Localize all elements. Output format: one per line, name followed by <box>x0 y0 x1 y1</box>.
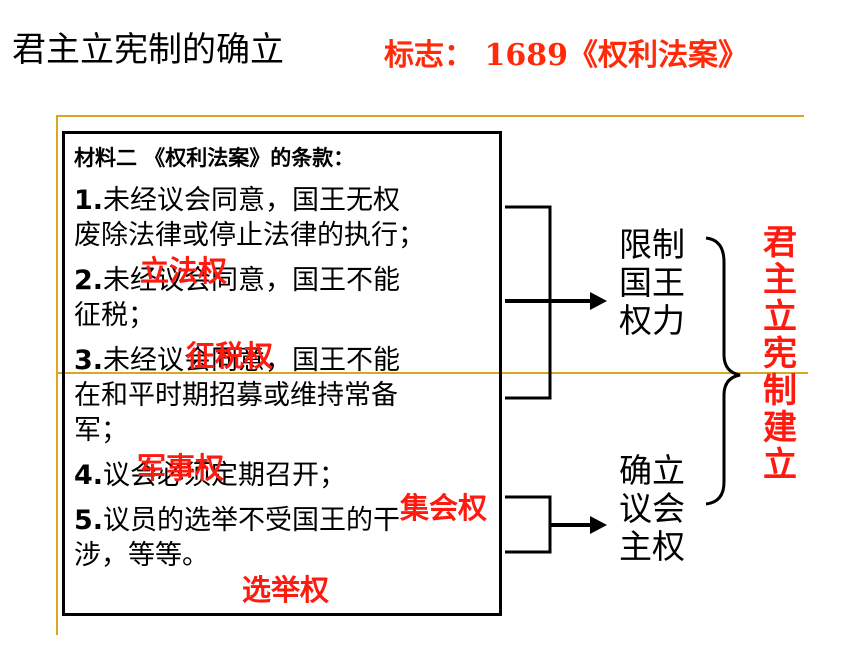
label-line: 权力 <box>619 301 685 340</box>
clause-line: 4.议会必须定期召开； <box>74 453 346 492</box>
clause-line: 废除法律或停止法律的执行； <box>74 213 425 252</box>
clause-line: 军； <box>74 408 128 447</box>
clause-number: 1. <box>74 185 104 216</box>
annotation-legislative-power: 立法权 <box>140 254 228 288</box>
arrowhead-establish-parliament <box>590 516 607 534</box>
label-line: 主权 <box>619 527 685 566</box>
left-rule <box>56 115 58 635</box>
clause-text: 在和平时期招募或维持常备 <box>74 380 398 411</box>
clause-line: 征税； <box>74 293 155 332</box>
clause-text: 未经议会同意，国王无权 <box>103 185 401 216</box>
clause-text: 涉，等等。 <box>74 540 209 571</box>
arrowhead-limit-king <box>590 292 607 310</box>
clause-number: 2. <box>74 265 104 296</box>
annotation-military-power: 军事权 <box>137 451 225 485</box>
clause-number: 3. <box>74 345 104 376</box>
material-box <box>62 131 502 616</box>
annotation-election-power: 选举权 <box>242 573 330 607</box>
clause-text: 未经议会同意，国王不能 <box>103 265 401 296</box>
clause-text: 议员的选举不受国王的干 <box>103 505 401 536</box>
label-line: 国王 <box>619 263 685 302</box>
clause-text: 议会必须定期召开； <box>103 460 347 491</box>
vertical-char: 建 <box>763 408 797 448</box>
label-line: 议会 <box>619 489 685 528</box>
vertical-char: 宪 <box>763 334 797 374</box>
annotation-assembly-power: 集会权 <box>400 491 488 525</box>
curly-brace <box>705 236 741 506</box>
limit-king-power-label: 限制 国王 权力 <box>612 226 692 340</box>
clause-text: 征税； <box>74 300 155 331</box>
clause-line: 1.未经议会同意，国王无权 <box>74 178 400 217</box>
middle-rule <box>58 372 808 374</box>
clause-text: 未经议会同意，国王不能 <box>103 345 401 376</box>
page-subtitle: 标志： 1689《权利法案》 <box>384 38 748 73</box>
top-rule <box>58 115 804 117</box>
clause-line: 2.未经议会同意，国王不能 <box>74 258 400 297</box>
bracket-clauses-4-5 <box>505 495 552 554</box>
vertical-char: 制 <box>763 371 797 411</box>
material-heading: 材料二 《权利法案》的条款： <box>74 146 355 170</box>
page-title: 君主立宪制的确立 <box>12 30 284 70</box>
label-line: 确立 <box>619 451 685 490</box>
clause-text: 废除法律或停止法律的执行； <box>74 220 425 251</box>
clause-line: 在和平时期招募或维持常备 <box>74 373 398 412</box>
conclusion-vertical-title: 君 主 立 宪 制 建 立 <box>755 225 805 484</box>
clause-line: 5.议员的选举不受国王的干 <box>74 498 400 537</box>
clause-line: 3.未经议会同意，国王不能 <box>74 338 400 377</box>
clause-line: 涉，等等。 <box>74 533 209 572</box>
clause-text: 军； <box>74 415 128 446</box>
vertical-char: 君 <box>763 223 797 263</box>
vertical-char: 立 <box>763 297 797 337</box>
label-line: 限制 <box>619 225 685 264</box>
vertical-char: 主 <box>763 260 797 300</box>
clause-number: 5. <box>74 505 104 536</box>
vertical-char: 立 <box>763 445 797 485</box>
establish-parliament-label: 确立 议会 主权 <box>612 452 692 566</box>
annotation-taxation-power: 征税权 <box>186 339 274 373</box>
clause-number: 4. <box>74 460 104 491</box>
